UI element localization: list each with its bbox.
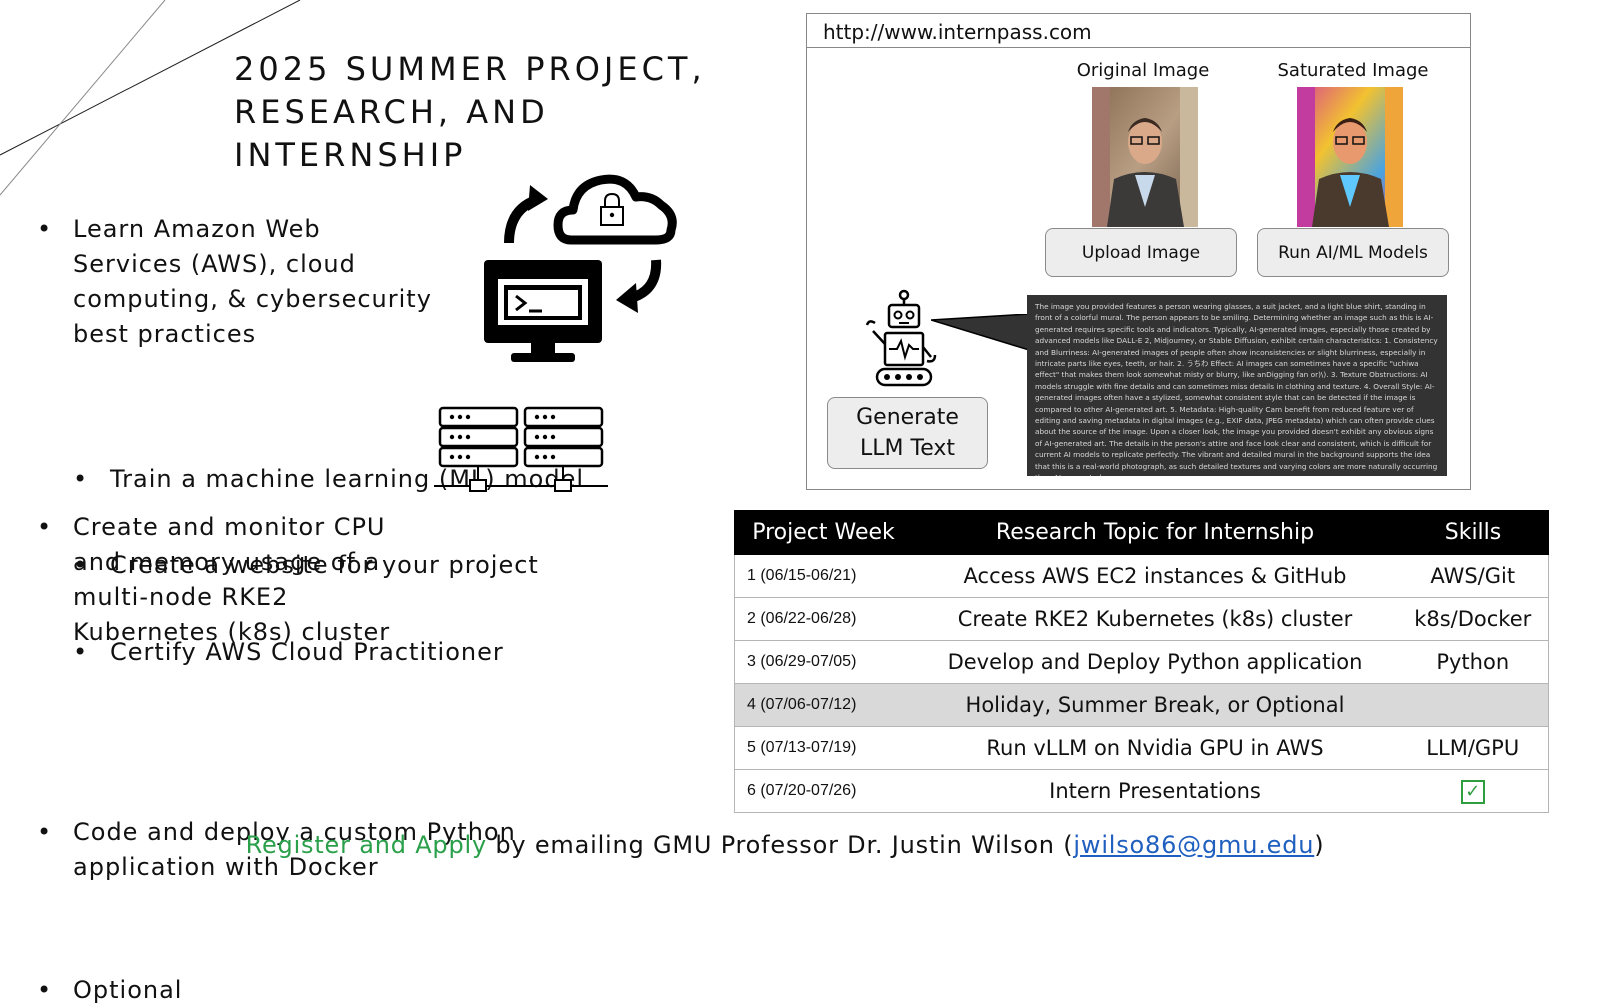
email-link[interactable]: jwilso86@gmu.edu [1073, 831, 1315, 859]
week-cell: 4 (07/06-07/12) [734, 683, 913, 727]
week-cell: 1 (06/15-06/21) [734, 554, 913, 598]
register-apply-text: Register and Apply [245, 831, 487, 859]
table-row: 6 (07/20-07/26) Intern Presentations ✓ [734, 769, 1549, 813]
column-header: Skills [1397, 510, 1549, 555]
skills-cell: ✓ [1397, 769, 1549, 813]
decorative-lines [0, 0, 301, 196]
robot-icon [865, 289, 937, 387]
column-header: Project Week [734, 510, 913, 555]
original-photo [1092, 87, 1198, 227]
page-title: 2025 SUMMER PROJECT, RESEARCH, AND INTER… [234, 50, 706, 174]
topic-cell: Run vLLM on Nvidia GPU in AWS [912, 726, 1398, 770]
saturated-image-label: Saturated Image [1277, 60, 1429, 81]
server-rack-icon [434, 406, 608, 492]
topic-cell: Develop and Deploy Python application [912, 640, 1398, 684]
table-row: 1 (06/15-06/21) Access AWS EC2 instances… [734, 554, 1549, 598]
footer-cta: Register and Apply by emailing GMU Profe… [0, 831, 1570, 859]
list-item: •Certify AWS Cloud Practitioner [73, 638, 504, 666]
list-item: •Create a website for your project [73, 551, 539, 579]
week-cell: 2 (06/22-06/28) [734, 597, 913, 641]
footer-end-text: ) [1314, 831, 1325, 859]
table-row: 3 (06/29-07/05) Develop and Deploy Pytho… [734, 640, 1549, 684]
list-item: •Code and deploy a custom Python applica… [37, 818, 516, 881]
list-item: •Create and monitor CPU and memory usage… [37, 513, 391, 646]
skills-cell: Python [1397, 640, 1549, 684]
sub-bullet-list: •Train a machine learning (ML) model •Cr… [0, 0, 600, 666]
bullet-list: •Learn Amazon Web Services (AWS), cloud … [37, 212, 637, 1004]
week-cell: 3 (06/29-07/05) [734, 640, 913, 684]
table-header-row: Project Week Research Topic for Internsh… [734, 510, 1549, 555]
skills-cell [1397, 683, 1549, 727]
generate-llm-text-button[interactable]: Generate LLM Text [827, 397, 988, 469]
browser-mockup: http://www.internpass.com Original Image… [806, 13, 1471, 490]
topic-cell: Access AWS EC2 instances & GitHub [912, 554, 1398, 598]
upload-image-button[interactable]: Upload Image [1045, 228, 1237, 277]
skills-cell: LLM/GPU [1397, 726, 1549, 770]
cloud-sync-computer-icon [484, 174, 677, 362]
url-text: http://www.internpass.com [823, 20, 1092, 44]
speech-bubble-tail [931, 314, 1030, 352]
list-item: •Learn Amazon Web Services (AWS), cloud … [37, 215, 432, 348]
skills-cell: AWS/Git [1397, 554, 1549, 598]
week-cell: 5 (07/13-07/19) [734, 726, 913, 770]
week-cell: 6 (07/20-07/26) [734, 769, 913, 813]
llm-output-text: The image you provided features a person… [1027, 295, 1447, 476]
table-row: 4 (07/06-07/12) Holiday, Summer Break, o… [734, 683, 1549, 727]
original-image-label: Original Image [1076, 60, 1210, 81]
topic-cell: Intern Presentations [912, 769, 1398, 813]
schedule-table: Project Week Research Topic for Internsh… [734, 510, 1549, 813]
skills-cell: k8s/Docker [1397, 597, 1549, 641]
list-item: •Optional [37, 976, 183, 1004]
column-header: Research Topic for Internship [912, 510, 1398, 555]
topic-cell: Create RKE2 Kubernetes (k8s) cluster [912, 597, 1398, 641]
list-item: •Train a machine learning (ML) model [73, 465, 585, 493]
table-row: 5 (07/13-07/19) Run vLLM on Nvidia GPU i… [734, 726, 1549, 770]
topic-cell: Holiday, Summer Break, or Optional [912, 683, 1398, 727]
table-row: 2 (06/22-06/28) Create RKE2 Kubernetes (… [734, 597, 1549, 641]
footer-middle-text: by emailing GMU Professor Dr. Justin Wil… [486, 831, 1074, 859]
checkbox-checked-icon: ✓ [1460, 780, 1485, 804]
saturated-photo [1297, 87, 1403, 227]
run-models-button[interactable]: Run AI/ML Models [1257, 228, 1449, 277]
address-bar[interactable]: http://www.internpass.com [807, 14, 1470, 48]
